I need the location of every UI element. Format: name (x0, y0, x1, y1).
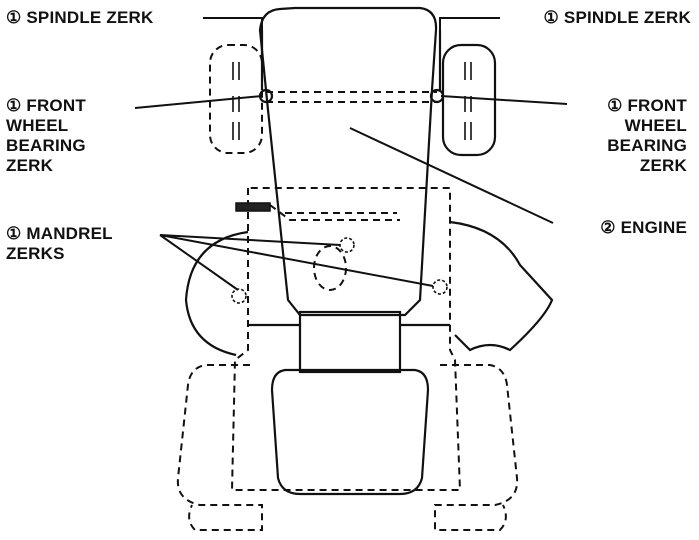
label-line: ① FRONT (607, 96, 687, 115)
tire-tread-left (232, 62, 240, 140)
engine-hood (258, 6, 438, 317)
label-front-wheel-bearing-right: ① FRONT WHEEL BEARING ZERK (607, 96, 687, 176)
label-spindle-zerk-right: ① SPINDLE ZERK (544, 8, 691, 28)
label-mandrel-zerks: ① MANDREL ZERKS (6, 224, 113, 264)
leader-bearing-right (440, 95, 568, 105)
label-line: ZERKS (6, 244, 65, 263)
seat (270, 368, 430, 496)
discharge-chute (449, 220, 554, 352)
frame-outline (230, 187, 462, 491)
label-line: ① MANDREL (6, 224, 113, 243)
label-line: ① SPINDLE ZERK (543, 8, 691, 27)
mower-deck-left (184, 230, 249, 357)
label-line: ② ENGINE (600, 218, 687, 237)
transmission-housing (298, 310, 402, 374)
leader-spindle-right (439, 17, 500, 80)
leader-bearing-left (134, 95, 263, 109)
label-line: ZERK (6, 156, 54, 175)
label-line: ZERK (639, 156, 687, 175)
rear-left-tire (176, 364, 263, 531)
mandrel-zerk-center (339, 237, 355, 253)
leader-engine (349, 127, 554, 224)
label-line: BEARING (6, 136, 86, 155)
label-front-wheel-bearing-left: ① FRONT WHEEL BEARING ZERK (6, 96, 86, 176)
leader-mandrel (159, 234, 434, 291)
mandrel-zerk-right (432, 279, 448, 295)
lift-lever (235, 202, 271, 212)
front-axle (266, 91, 437, 103)
leader-spindle-left (203, 17, 263, 80)
label-spindle-zerk-left: ① SPINDLE ZERK (6, 8, 153, 28)
lever-linkage (269, 204, 400, 221)
pulley-outline (313, 245, 347, 291)
label-line: ① FRONT (6, 96, 86, 115)
label-line: WHEEL (624, 116, 687, 135)
label-engine: ② ENGINE (600, 218, 687, 238)
rear-right-tire (434, 364, 519, 531)
tire-tread-right (464, 62, 472, 140)
label-line: BEARING (607, 136, 687, 155)
mandrel-zerk-left (231, 288, 247, 304)
front-right-tire (441, 43, 497, 157)
label-line: WHEEL (6, 116, 69, 135)
label-line: ① SPINDLE ZERK (6, 8, 154, 27)
spindle-arms (260, 30, 442, 90)
